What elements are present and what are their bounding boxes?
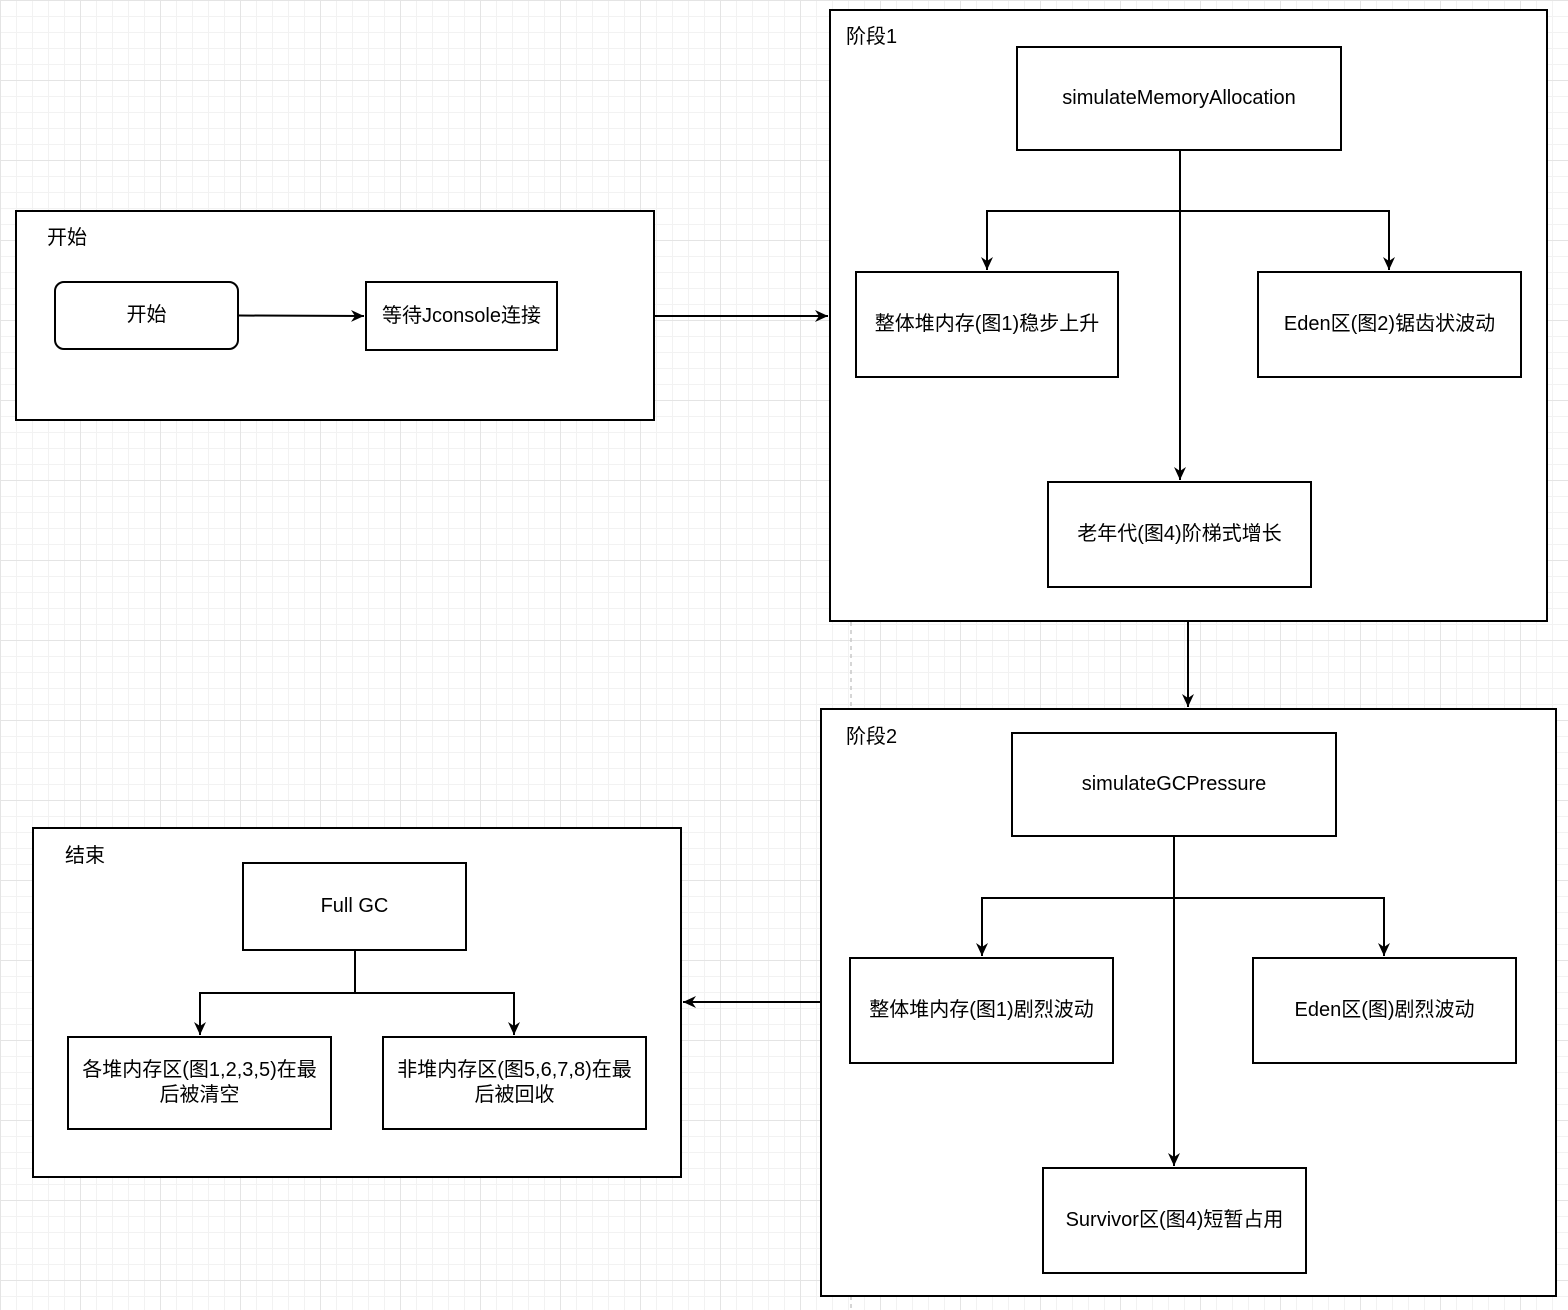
stage2-survivor-node[interactable]: Survivor区(图4)短暂占用 — [1042, 1167, 1307, 1274]
nonheap-reclaimed-node[interactable]: 非堆内存区(图5,6,7,8)在最后被回收 — [382, 1036, 647, 1130]
heap-cleared-node[interactable]: 各堆内存区(图1,2,3,5)在最后被清空 — [67, 1036, 332, 1130]
wait-jconsole-node[interactable]: 等待Jconsole连接 — [365, 281, 558, 351]
stage2-group-title: 阶段2 — [846, 726, 898, 748]
start-node[interactable]: 开始 — [54, 281, 239, 350]
stage1-heap-node[interactable]: 整体堆内存(图1)稳步上升 — [855, 271, 1119, 378]
stage1-old-gen-node[interactable]: 老年代(图4)阶梯式增长 — [1047, 481, 1312, 588]
stage2-heap-node[interactable]: 整体堆内存(图1)剧烈波动 — [849, 957, 1114, 1064]
stage1-group-title: 阶段1 — [846, 26, 898, 48]
start-group-title: 开始 — [47, 227, 87, 249]
full-gc-node[interactable]: Full GC — [242, 862, 467, 951]
end-group-title: 结束 — [65, 845, 105, 867]
simulate-gc-pressure-node[interactable]: simulateGCPressure — [1011, 732, 1337, 837]
stage1-eden-node[interactable]: Eden区(图2)锯齿状波动 — [1257, 271, 1522, 378]
simulate-memory-allocation-node[interactable]: simulateMemoryAllocation — [1016, 46, 1342, 151]
stage2-eden-node[interactable]: Eden区(图)剧烈波动 — [1252, 957, 1517, 1064]
